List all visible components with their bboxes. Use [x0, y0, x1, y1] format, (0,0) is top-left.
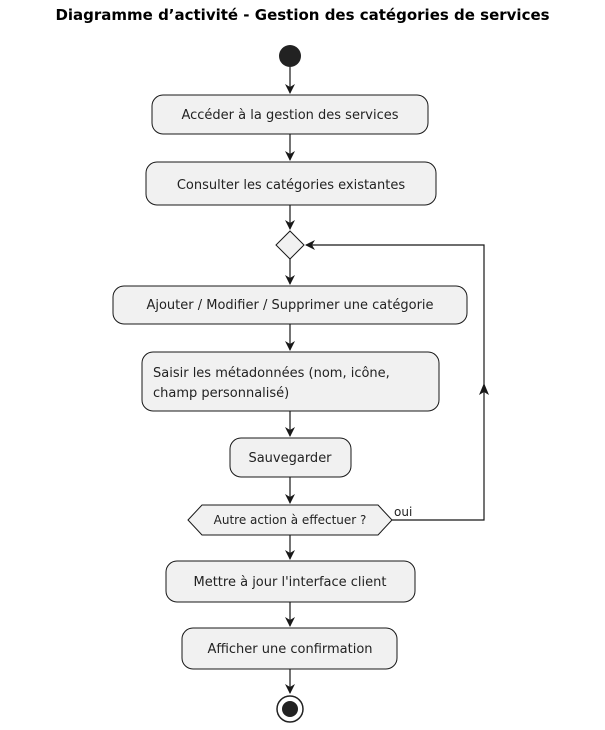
action-metadata-line2: champ personnalisé): [153, 386, 289, 401]
action-metadata: [141, 351, 440, 412]
action-confirm-label: Afficher une confirmation: [207, 642, 372, 657]
action-consult: [145, 161, 437, 206]
start-node: [279, 45, 301, 67]
action-save-label: Sauvegarder: [248, 451, 332, 466]
action-modify-label: Ajouter / Modifier / Supprimer une catég…: [146, 298, 433, 313]
diagram-title: Diagramme d’activité - Gestion des catég…: [55, 6, 550, 24]
loop-mid-arrowhead: [479, 383, 489, 395]
decision-yes-label: oui: [394, 505, 412, 519]
action-access-label: Accéder à la gestion des services: [181, 108, 398, 123]
action-consult-label: Consulter les catégories existantes: [177, 178, 406, 193]
action-metadata-line1: Saisir les métadonnées (nom, icône,: [153, 366, 390, 381]
end-node-core: [282, 701, 298, 717]
merge-diamond: [275, 230, 305, 260]
edge-loop-back: [305, 240, 485, 521]
decision-question: Autre action à effectuer ?: [214, 513, 367, 527]
action-update-label: Mettre à jour l'interface client: [194, 575, 387, 590]
